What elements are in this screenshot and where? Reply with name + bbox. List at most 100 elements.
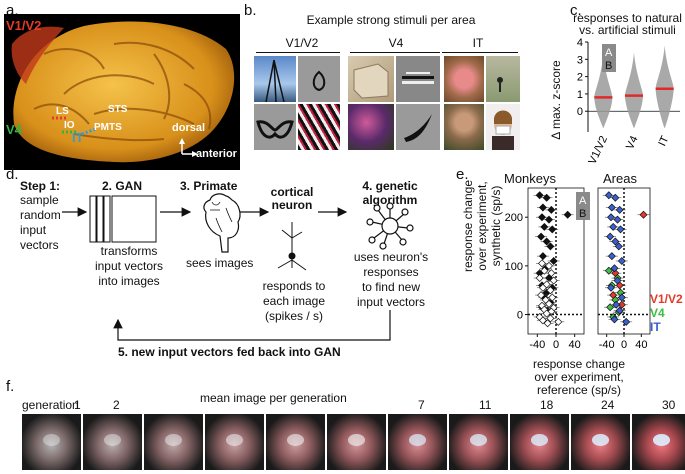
feedback-text-label: 5. new input vectors fed back into GAN: [118, 345, 341, 359]
scatter-point-B: [535, 274, 544, 283]
panel-f-title: mean image per generation: [200, 391, 347, 405]
generation-eye-region: [42, 433, 61, 446]
generation-eye-region: [347, 433, 366, 446]
legend-area-v1v2: V1/V2: [650, 292, 683, 306]
violin-ylabel: Δ max. z-score: [549, 60, 563, 140]
sulcus-label-ls: LS: [56, 106, 69, 117]
generation-eye-region: [164, 433, 183, 446]
scatter-xtick-label: 0: [553, 339, 559, 351]
scatter-point-B: [549, 276, 558, 285]
group-rule-it: [442, 52, 518, 53]
scatter-point-IT: [609, 222, 618, 231]
scatter-point-IT: [613, 276, 622, 285]
ga-text-3: to find new: [361, 280, 421, 294]
violin-ytick-label: 2: [577, 72, 583, 84]
stimulus-v4-3: [348, 104, 394, 150]
orientation-anterior: anterior: [196, 148, 237, 160]
step1-text-1: sample: [20, 193, 59, 207]
generation-image: [266, 414, 325, 470]
generation-eye-region: [408, 433, 427, 446]
neuron-icon: [277, 222, 307, 271]
generation-image: [449, 414, 508, 470]
scatter-xlabel-3: reference (sp/s): [536, 383, 622, 397]
gan-layer-1: [89, 195, 97, 243]
panel-f-label: f.: [6, 378, 15, 395]
scatter-point-V1/V2: [639, 210, 648, 219]
stimulus-it-3: [444, 104, 484, 150]
scatter-legend-b: B: [579, 208, 586, 220]
group-label-v1v2: V1/V2: [285, 36, 319, 50]
scatter-xtick-label: 40: [635, 339, 647, 351]
scatter-xtick-label: 0: [621, 339, 627, 351]
scatter-point-IT: [612, 300, 621, 309]
scatter-point-IT: [611, 193, 620, 202]
generation-number: 1: [74, 398, 81, 412]
stimulus-v1v2-4: [298, 104, 340, 150]
generation-number: 18: [540, 398, 554, 412]
neuron-title-1: cortical: [270, 185, 314, 199]
sulcus-label-sts: STS: [108, 104, 128, 115]
workflow-diagram: [62, 193, 414, 341]
violin-legend-box: [602, 44, 616, 72]
scatter-point-B: [545, 261, 553, 270]
violin-V4: [625, 52, 643, 129]
ga-title-1: 4. genetic: [362, 179, 418, 193]
step1-title: Step 1:: [20, 179, 61, 193]
panel-b-label: b.: [244, 2, 257, 19]
scatter-point-IT: [607, 252, 616, 261]
generation-image: [205, 414, 264, 470]
scatter-xlabel-1: response change: [532, 357, 626, 371]
scatter-point-B: [540, 266, 549, 275]
scatter-title-areas: Areas: [603, 171, 637, 186]
step1-title-text: Step 1: [20, 179, 57, 193]
scatter-point-IT: [617, 293, 626, 302]
violin-ytick-label: 1: [577, 89, 583, 101]
scatter-point-IT: [607, 203, 616, 212]
ga-text-1: uses neuron's: [353, 250, 429, 264]
generation-eye-region: [652, 433, 671, 446]
neuron-text-1: responds to: [262, 279, 326, 293]
scatter-ylabel-2: over experiment,: [475, 181, 489, 271]
orientation-dorsal: dorsal: [172, 122, 206, 134]
gan-output-box: [111, 195, 157, 243]
scatter-ytick-label: 100: [505, 261, 523, 273]
stimulus-v1v2-1: [254, 56, 296, 102]
gan-text-3: into images: [98, 274, 160, 288]
generation-image: [327, 414, 386, 470]
primate-title: 3. Primate: [180, 179, 238, 193]
scatter-xtick-label: -40: [599, 339, 615, 351]
generation-image: [571, 414, 630, 470]
brain-image: V1/V2 V4 IT LS IO STS PMTS dorsal anteri…: [4, 14, 240, 170]
scatter-xtick-label: -40: [529, 339, 545, 351]
scatter-point-A: [563, 210, 572, 219]
ga-text-2: responses: [363, 265, 419, 279]
sulcus-label-pmts: PMTS: [94, 122, 122, 133]
scatter-ylabel-1: response change: [461, 179, 475, 273]
step1-text-3: input: [20, 223, 47, 237]
generation-number: 30: [662, 398, 676, 412]
violin-category-label: V1/V2: [587, 134, 611, 166]
scatter-point-A: [545, 215, 553, 224]
generation-number: 24: [601, 398, 615, 412]
panel-c-label: c.: [570, 2, 582, 19]
scatter-point-IT: [610, 315, 619, 324]
scatter-ytick-label: 0: [517, 310, 523, 322]
violin-legend-b: B: [605, 60, 612, 72]
scatter-point-IT: [607, 213, 615, 222]
primate-icon: [203, 193, 241, 253]
stimulus-v4-2: [396, 56, 440, 102]
generation-image: [388, 414, 447, 470]
stimulus-it-1: [444, 56, 484, 102]
scatter-point-A: [542, 237, 551, 246]
scatter-point-B: [537, 291, 546, 300]
scatter-point-A: [538, 213, 546, 222]
scatter-point-IT: [610, 264, 619, 273]
violin-ytick-label: 3: [577, 54, 583, 66]
panel-b-title: Example strong stimuli per area: [306, 13, 476, 27]
scatter-point-A: [549, 257, 558, 265]
group-label-it: IT: [472, 36, 484, 50]
generation-eye-region: [591, 433, 610, 446]
group-rule-v1v2: [256, 52, 340, 53]
area-label-it: IT: [72, 130, 84, 145]
